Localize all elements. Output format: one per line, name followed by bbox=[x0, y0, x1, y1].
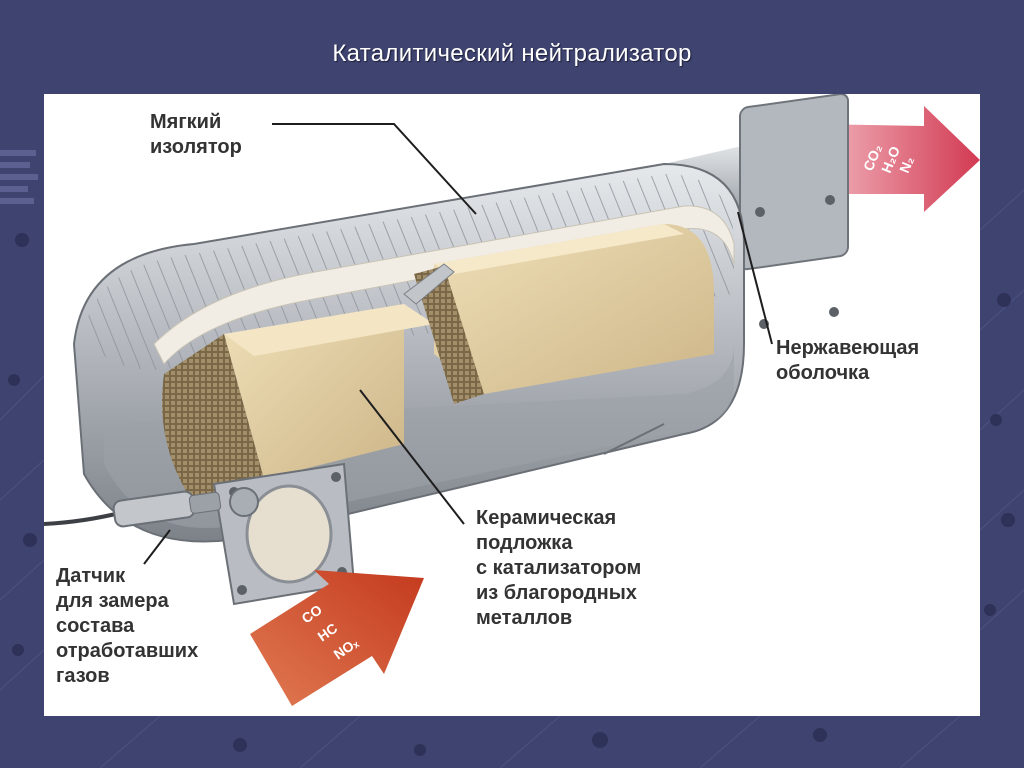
leader-insulator bbox=[272, 123, 477, 215]
outlet-gas-n2: N₂ bbox=[896, 154, 917, 175]
leader-lines bbox=[143, 123, 773, 565]
leader-sensor bbox=[143, 529, 171, 565]
catalytic-converter-diagram: CO₂ H₂O N₂ bbox=[44, 94, 980, 706]
label-stainless-shell: Нержавеющая оболочка bbox=[776, 337, 920, 384]
leader-shell bbox=[737, 211, 773, 345]
gas-sensor bbox=[44, 487, 259, 528]
ceramic-substrate bbox=[162, 224, 714, 504]
label-ceramic-substrate: Керамическая подложка с катализатором из… bbox=[476, 507, 642, 629]
diagram-panel: CO₂ H₂O N₂ bbox=[44, 94, 980, 716]
slide-title: Каталитический нейтрализатор bbox=[332, 40, 692, 67]
inlet-gas-arrow: CO HC NOₓ bbox=[250, 570, 424, 706]
outlet-gas-arrow: CO₂ H₂O N₂ bbox=[814, 106, 980, 212]
label-soft-insulator: Мягкий изолятор bbox=[150, 111, 242, 158]
leader-substrate bbox=[359, 389, 465, 525]
label-gas-sensor: Датчик для замера состава отработавших г… bbox=[56, 565, 199, 687]
